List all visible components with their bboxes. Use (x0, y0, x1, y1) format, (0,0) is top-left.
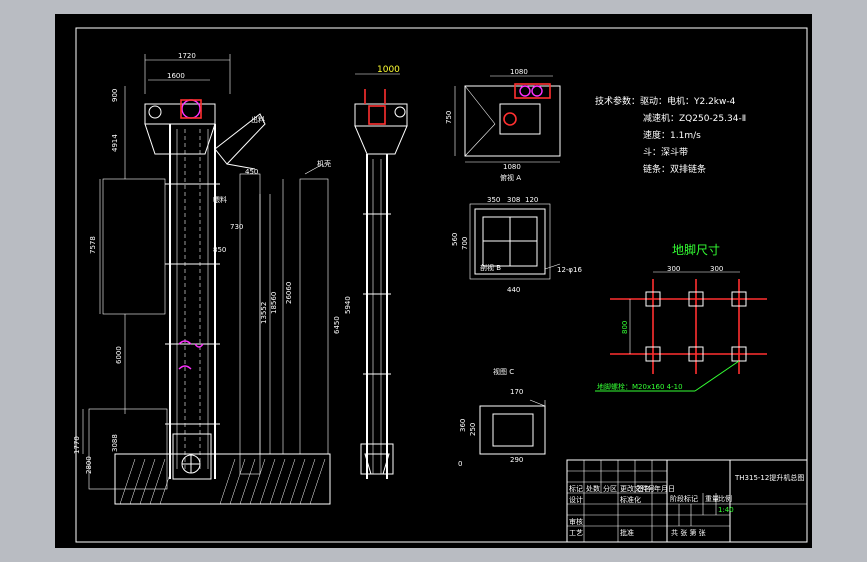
dim-lower-section: 6000 (115, 346, 123, 364)
dim-base-3: 3088 (111, 434, 119, 452)
spec-line-5: 链条：双排链条 (643, 163, 706, 175)
scale-value: 1:40 (718, 506, 734, 514)
sheet-border (75, 27, 808, 543)
dim-total-height: 26060 (285, 282, 293, 304)
tb-cell: 设计 (569, 495, 583, 504)
dim-middle-section: 7578 (89, 236, 97, 254)
technical-specs: 技术参数：驱动：电机：Y2.2kw-4 减速机：ZQ250-25.34-Ⅱ 速度… (595, 95, 746, 175)
label-view-c: 视图 C (493, 367, 514, 376)
dim-sec-top-1: 350 (487, 196, 500, 204)
dim-mid-height: 13552 (260, 302, 268, 324)
sheet-label: 共 张 第 张 (671, 528, 706, 537)
dim-casing-height: 18560 (270, 292, 278, 314)
title-block: TH315-12提升机总图 标记 处数 分区 更改文件号 签名 年月日 设计 标… (566, 459, 808, 543)
dim-d-bottom: 290 (510, 456, 523, 464)
label-casing: 机壳 (317, 159, 331, 168)
stage-label: 阶段标记 (670, 494, 698, 503)
dim-small-1: 730 (230, 223, 243, 231)
spec-line-4: 斗：深斗带 (643, 147, 688, 158)
tb-cell: 标记 (569, 484, 583, 493)
dim-head-height: 900 (111, 89, 119, 102)
tb-cell: 处数 (586, 484, 600, 493)
tb-cell: 标准化 (620, 495, 641, 504)
dim-anchor-y: 800 (621, 321, 629, 334)
dim-top-width: 1600 (167, 72, 185, 80)
tb-cell: 分区 (603, 484, 617, 493)
top-view-a: 1080 750 1080 俯视 A (445, 68, 561, 182)
tb-cell: 年月日 (654, 484, 675, 493)
side-view: 1000 5940 (344, 65, 408, 479)
dim-upper-section: 4914 (111, 134, 119, 152)
dim-anchor-x2: 300 (710, 265, 723, 273)
scale-label: 比例 (718, 494, 732, 503)
dim-side-width: 1000 (377, 65, 400, 75)
cad-drawing: 1720 1600 900 4914 7578 6000 1770 2800 3… (73, 27, 808, 543)
anchor-layout: 地脚尺寸 300 300 800 地脚螺栓：M20x160 4-10 (595, 242, 767, 392)
dim-sec-top-2: 308 (507, 196, 520, 204)
front-view: 1720 1600 900 4914 7578 6000 1770 2800 3… (73, 52, 341, 505)
dim-sec-top-3: 120 (525, 196, 538, 204)
dim-top-view-bottom: 1080 (503, 163, 521, 171)
spec-line-2: 减速机：ZQ250-25.34-Ⅱ (643, 112, 746, 124)
label-feed: 喂料 (213, 195, 227, 204)
dim-base-1: 1770 (73, 436, 81, 454)
tb-cell: 审核 (569, 517, 583, 526)
dim-sec-side-2: 700 (461, 237, 469, 250)
drawing-sheet: 1720 1600 900 4914 7578 6000 1770 2800 3… (55, 14, 812, 548)
dim-d-side-2: 250 (469, 423, 477, 436)
dim-top-view-width: 1080 (510, 68, 528, 76)
dim-sec-side-1: 560 (451, 233, 459, 246)
dim-bolt: 12-φ16 (557, 266, 583, 274)
label-view-b: 剖视 B (480, 263, 501, 272)
view-c: 视图 C 170 360 250 290 0 (458, 367, 546, 468)
anchor-title: 地脚尺寸 (672, 242, 720, 257)
dim-d-top: 170 (510, 388, 523, 396)
tb-cell: 更改文件号 (620, 484, 655, 493)
tb-cell: 工艺 (569, 529, 583, 537)
drawing-title: TH315-12提升机总图 (734, 473, 804, 482)
dim-d-left: 0 (458, 460, 462, 468)
spec-line-3: 速度：1.1m/s (643, 129, 701, 141)
dim-small-3: 450 (245, 168, 258, 176)
dim-right-total: 5940 (344, 296, 352, 314)
dim-small-2: 850 (213, 246, 226, 254)
label-discharge: 出料 (251, 115, 265, 124)
spec-line-1: 技术参数：驱动：电机：Y2.2kw-4 (595, 95, 736, 107)
tb-cell: 签名 (637, 484, 651, 493)
dim-anchor-x1: 300 (667, 265, 680, 273)
label-view-a: 俯视 A (500, 173, 521, 182)
tb-cell: 批准 (620, 528, 634, 537)
dim-overall-width: 1720 (178, 52, 196, 60)
dim-top-view-height: 750 (445, 111, 453, 124)
section-b: 350 308 120 560 700 440 12-φ16 剖视 B (451, 196, 583, 294)
foundation-hatch (119, 458, 326, 505)
dim-sec-bottom: 440 (507, 286, 520, 294)
weight-label: 重量 (705, 495, 719, 503)
anchor-bolt-note: 地脚螺栓：M20x160 4-10 (597, 382, 683, 391)
dim-d-side-1: 360 (459, 419, 467, 432)
dim-right-height: 6450 (333, 316, 341, 334)
